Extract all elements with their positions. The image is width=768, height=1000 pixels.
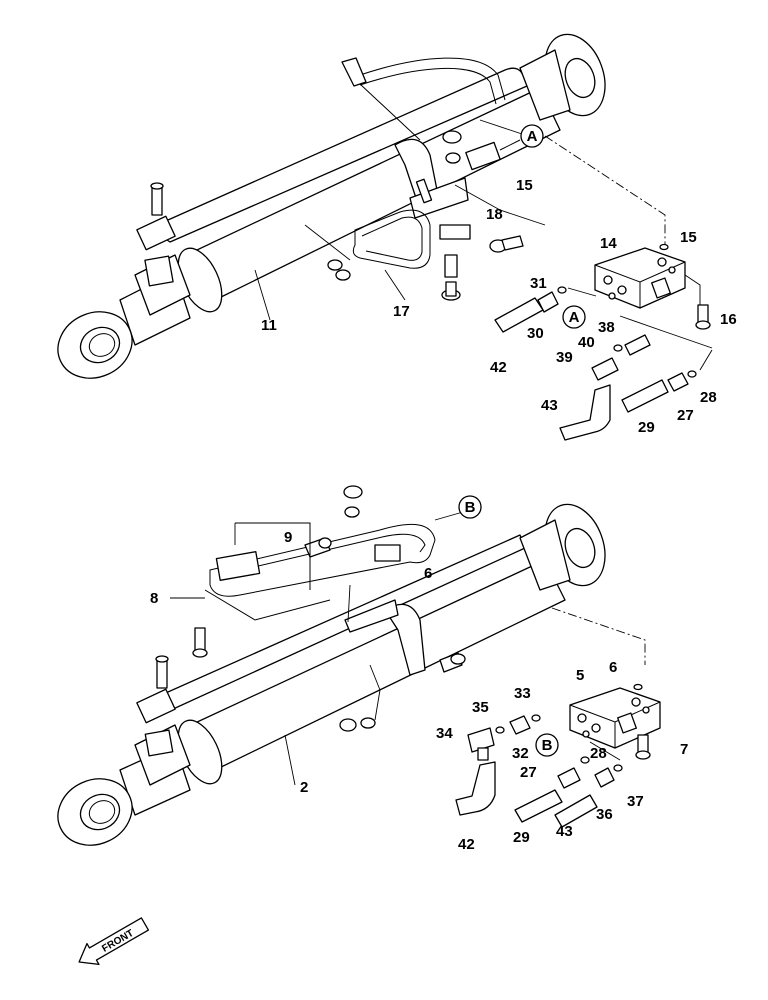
part-label: 29 [513,829,530,846]
upper-gland-block [134,254,191,316]
lower-valve-block [569,683,661,749]
part-label: 32 [512,745,529,762]
svg-text:B: B [465,499,476,516]
upper-bolt-18 [489,235,524,253]
part-label: 18 [486,206,503,223]
lower-cylinder-assembly [57,485,646,846]
part-label: 38 [598,319,615,336]
upper-fitting-15 [465,139,521,171]
detail-marker-b: B [458,495,482,519]
part-label: 9 [284,529,292,546]
part-label: 14 [600,235,617,252]
part-label: 8 [150,590,158,607]
part-label: 6 [424,565,432,582]
lower-small-parts [455,714,651,828]
part-label: 27 [677,407,694,424]
part-label: 40 [578,334,595,351]
upper-valve-block [594,243,686,309]
upper-u-pipe [352,209,471,301]
upper-nut-washer [327,130,462,281]
svg-text:A: A [569,309,580,326]
part-label: 15 [516,177,533,194]
part-label: 29 [638,419,655,436]
svg-text:B: B [542,737,553,754]
part-label: 30 [527,325,544,342]
part-label: 17 [393,303,410,320]
part-label: 7 [680,741,688,758]
part-label: 28 [700,389,717,406]
part-label: 36 [596,806,613,823]
front-arrow-icon: FRONT [78,917,150,966]
part-label: 31 [530,275,547,292]
part-label: 5 [576,667,584,684]
part-label: 35 [472,699,489,716]
detail-marker-a: A [520,124,544,148]
detail-marker-b: B [535,733,559,757]
detail-marker-a: A [562,305,586,329]
upper-head-eye [519,33,606,121]
svg-text:A: A [527,128,538,145]
part-label: 27 [520,764,537,781]
part-label: 43 [541,397,558,414]
part-label: 37 [627,793,644,810]
part-label: 11 [261,317,277,334]
upper-labels: 11 17 18 15 14 15 16 31 30 42 38 40 39 4… [261,124,737,436]
part-label: 39 [556,349,573,366]
upper-top-pipe [359,57,506,105]
part-label: 42 [490,359,507,376]
upper-clamp-bolt [341,57,421,141]
part-label: 34 [436,725,453,742]
part-label: 15 [680,229,697,246]
upper-pipe-clamp [136,182,176,251]
part-label: 43 [556,823,573,840]
part-label: 28 [590,745,607,762]
part-label: 42 [458,836,475,853]
lower-labels: 9 6 8 2 5 6 33 35 34 32 28 7 27 37 36 43… [150,495,688,853]
part-label: 6 [609,659,617,676]
upper-clamp-band [394,138,469,219]
upper-small-parts [494,274,713,441]
part-label: 33 [514,685,531,702]
part-label: 16 [720,311,737,328]
part-label: 2 [300,779,308,796]
upper-cylinder-assembly [57,33,666,379]
